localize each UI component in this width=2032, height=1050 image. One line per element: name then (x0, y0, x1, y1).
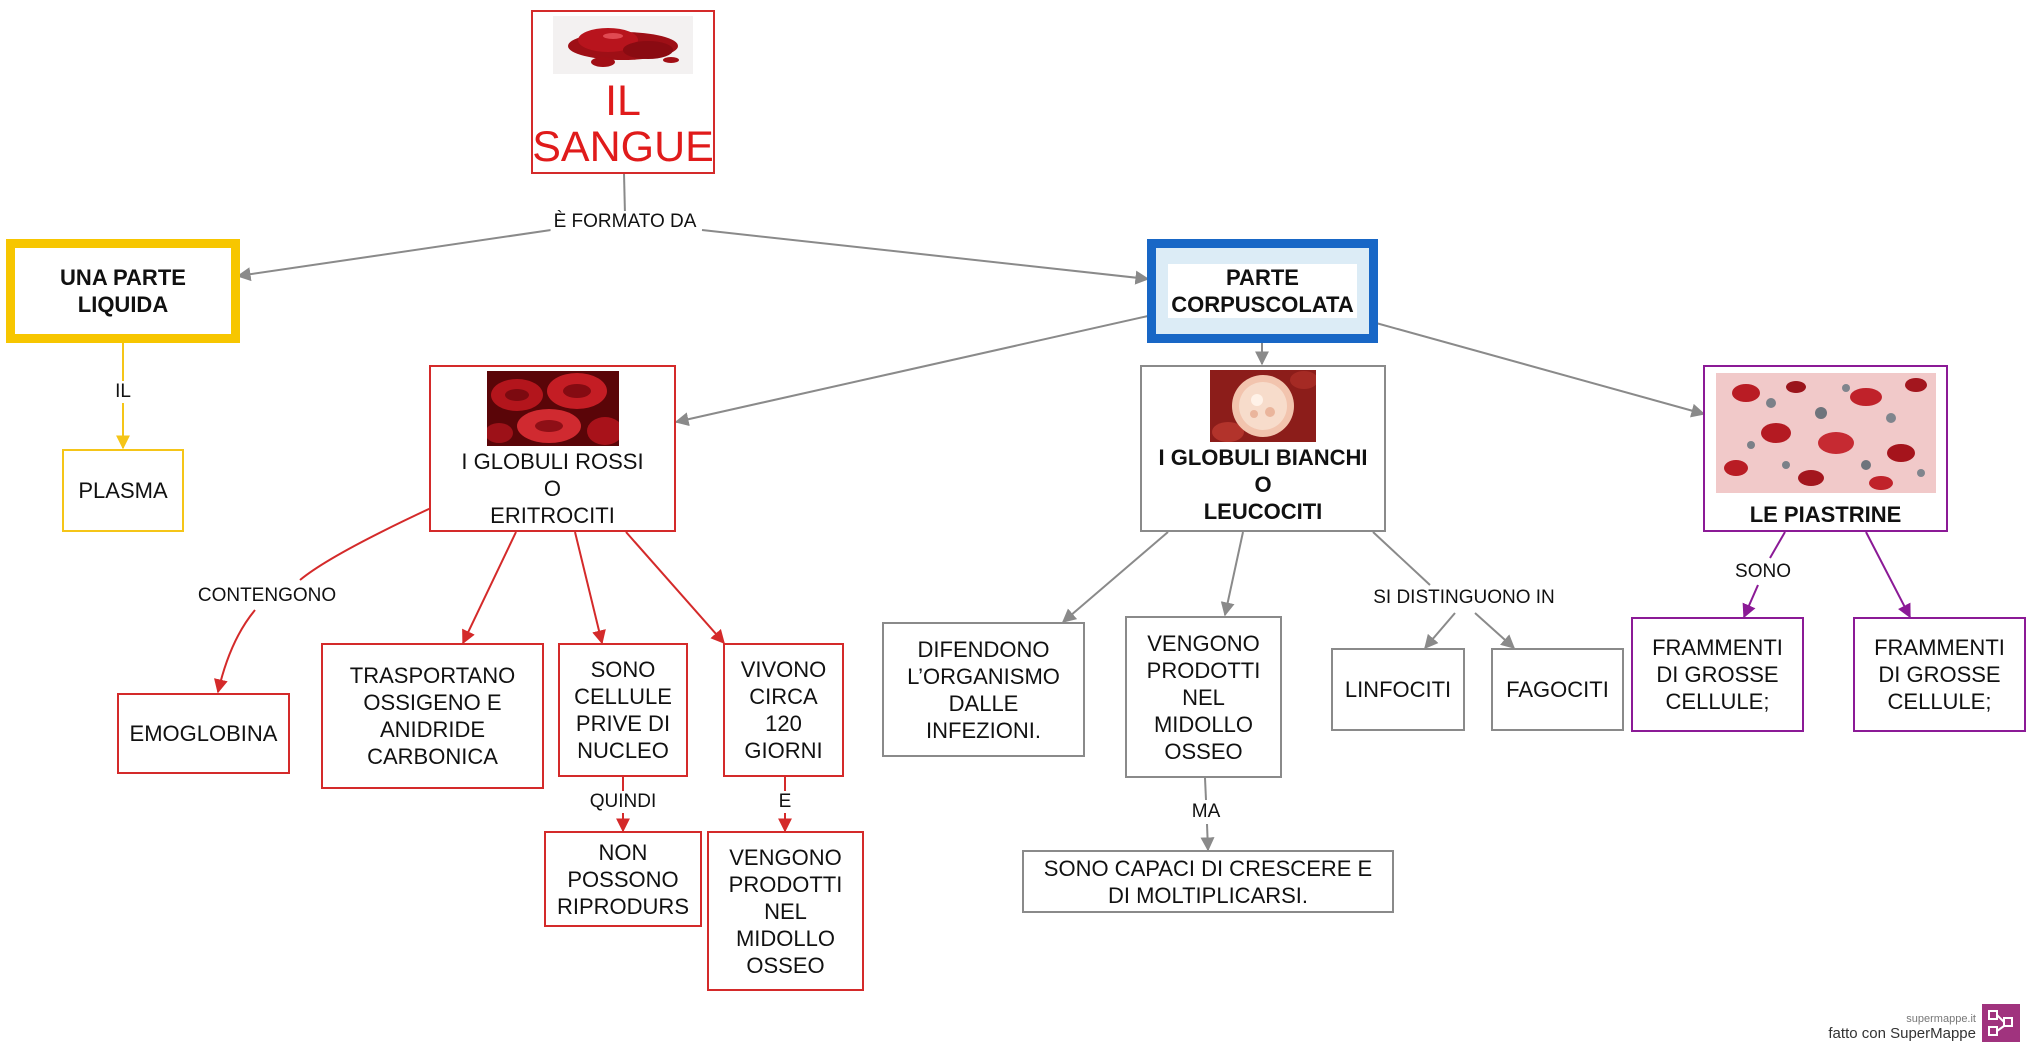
footer-made-with: fatto con SuperMappe (1828, 1025, 1976, 1042)
link-label-contengono: CONTENGONO (194, 585, 340, 607)
node-label: I GLOBULI BIANCHI O LEUCOCITI (1158, 445, 1368, 524)
node-label: LINFOCITI (1344, 677, 1452, 702)
link-bianchi-vengono (1220, 531, 1244, 617)
node-fagociti[interactable]: FAGOCITI (1491, 648, 1624, 731)
link-rossi-sono (574, 531, 606, 645)
link-distinguono-fagociti (1474, 612, 1516, 649)
link-label-si-distinguono: SI DISTINGUONO IN (1370, 587, 1558, 609)
node-label: VENGONO PRODOTTI NEL MIDOLLO OSSEO (1146, 630, 1261, 764)
link-label-formato-da: È FORMATO DA (550, 211, 700, 233)
link-rossi-trasportano (462, 531, 517, 645)
supermappe-logo-icon (1982, 1004, 2020, 1042)
node-sono-cellule[interactable]: SONO CELLULE PRIVE DI NUCLEO (558, 643, 688, 777)
node-emoglobina[interactable]: EMOGLOBINA (117, 693, 290, 774)
node-label: PARTE CORPUSCOLATA (1168, 264, 1357, 318)
node-linfociti[interactable]: LINFOCITI (1331, 648, 1465, 731)
node-non-possono[interactable]: NON POSSONO RIPRODURS (544, 831, 702, 927)
node-label: SONO CELLULE PRIVE DI NUCLEO (574, 657, 672, 763)
link-label-sono: SONO (1732, 561, 1794, 583)
footer-site: supermappe.it (1906, 1013, 1976, 1025)
node-il-sangue[interactable]: IL SANGUE (531, 10, 715, 174)
node-label: TRASPORTANO OSSIGENO E ANIDRIDE CARBONIC… (349, 663, 516, 769)
link-sono-frammenti1 (1742, 584, 1759, 619)
link-formato-liquida (236, 229, 552, 282)
node-label: EMOGLOBINA (129, 721, 278, 746)
link-corp-piastrine (1375, 322, 1706, 418)
title-label: IL SANGUE (532, 77, 714, 171)
node-label: I GLOBULI ROSSI O ERITROCITI (461, 449, 644, 528)
link-rossi-vivono (625, 531, 725, 645)
platelets-image (1715, 373, 1936, 493)
link-label-il: IL (112, 381, 134, 403)
node-globuli-rossi[interactable]: I GLOBULI ROSSI O ERITROCITI (429, 365, 676, 532)
white-blood-cell-image (1210, 370, 1316, 442)
node-label: LE PIASTRINE (1749, 502, 1902, 527)
link-label-quindi: QUINDI (586, 791, 660, 813)
link-corp-rossi (674, 315, 1149, 427)
link-label-e: E (775, 791, 795, 813)
node-difendono[interactable]: DIFENDONO L’ORGANISMO DALLE INFEZIONI. (882, 622, 1085, 757)
node-frammenti-1[interactable]: FRAMMENTI DI GROSSE CELLULE; (1631, 617, 1804, 732)
node-globuli-bianchi[interactable]: I GLOBULI BIANCHI O LEUCOCITI (1140, 365, 1386, 532)
node-capaci[interactable]: SONO CAPACI DI CRESCERE E DI MOLTIPLICAR… (1022, 850, 1394, 913)
red-blood-cells-image (486, 371, 619, 446)
link-formato-corpuscolata (701, 229, 1150, 285)
link-distinguono-linfociti (1424, 612, 1456, 650)
node-label: PLASMA (78, 478, 168, 503)
node-frammenti-2[interactable]: FRAMMENTI DI GROSSE CELLULE; (1853, 617, 2026, 732)
node-vivono[interactable]: VIVONO CIRCA 120 GIORNI (723, 643, 844, 777)
link-rossi-contengono (299, 507, 432, 581)
node-plasma[interactable]: PLASMA (62, 449, 184, 532)
footer-branding: supermappe.it fatto con SuperMappe (1828, 1004, 2020, 1042)
node-label: FAGOCITI (1506, 677, 1609, 702)
node-label: FRAMMENTI DI GROSSE CELLULE; (1652, 635, 1783, 714)
node-label: FRAMMENTI DI GROSSE CELLULE; (1874, 635, 2005, 714)
link-bianchi-difendono (1061, 531, 1169, 623)
link-contengono-emoglobina (214, 609, 256, 694)
link-bianchi-distinguono (1372, 531, 1431, 586)
node-parte-liquida[interactable]: UNA PARTE LIQUIDA (6, 239, 240, 343)
link-vengono-ma (1204, 777, 1207, 801)
node-label: DIFENDONO L’ORGANISMO DALLE INFEZIONI. (907, 636, 1060, 743)
node-label: UNA PARTE LIQUIDA (57, 264, 189, 318)
node-vengono-prodotti-bianchi[interactable]: VENGONO PRODOTTI NEL MIDOLLO OSSEO (1125, 616, 1282, 778)
link-piastrine-frammenti2 (1865, 531, 1911, 619)
link-sangue-formato (623, 172, 626, 216)
node-vengono-prodotti-rossi[interactable]: VENGONO PRODOTTI NEL MIDOLLO OSSEO (707, 831, 864, 991)
node-trasportano[interactable]: TRASPORTANO OSSIGENO E ANIDRIDE CARBONIC… (321, 643, 544, 789)
node-label: VENGONO PRODOTTI NEL MIDOLLO OSSEO (728, 844, 843, 978)
blood-puddle-image (553, 16, 693, 74)
node-label: NON POSSONO RIPRODURS (556, 839, 689, 919)
node-parte-corpuscolata[interactable]: PARTE CORPUSCOLATA (1147, 239, 1378, 343)
node-label: VIVONO CIRCA 120 GIORNI (740, 657, 827, 763)
node-piastrine[interactable]: LE PIASTRINE (1703, 365, 1948, 532)
link-ma-capaci (1200, 823, 1215, 852)
link-piastrine-sono (1769, 531, 1786, 559)
node-label: SONO CAPACI DI CRESCERE E DI MOLTIPLICAR… (1043, 855, 1373, 908)
link-label-ma: MA (1188, 801, 1224, 823)
